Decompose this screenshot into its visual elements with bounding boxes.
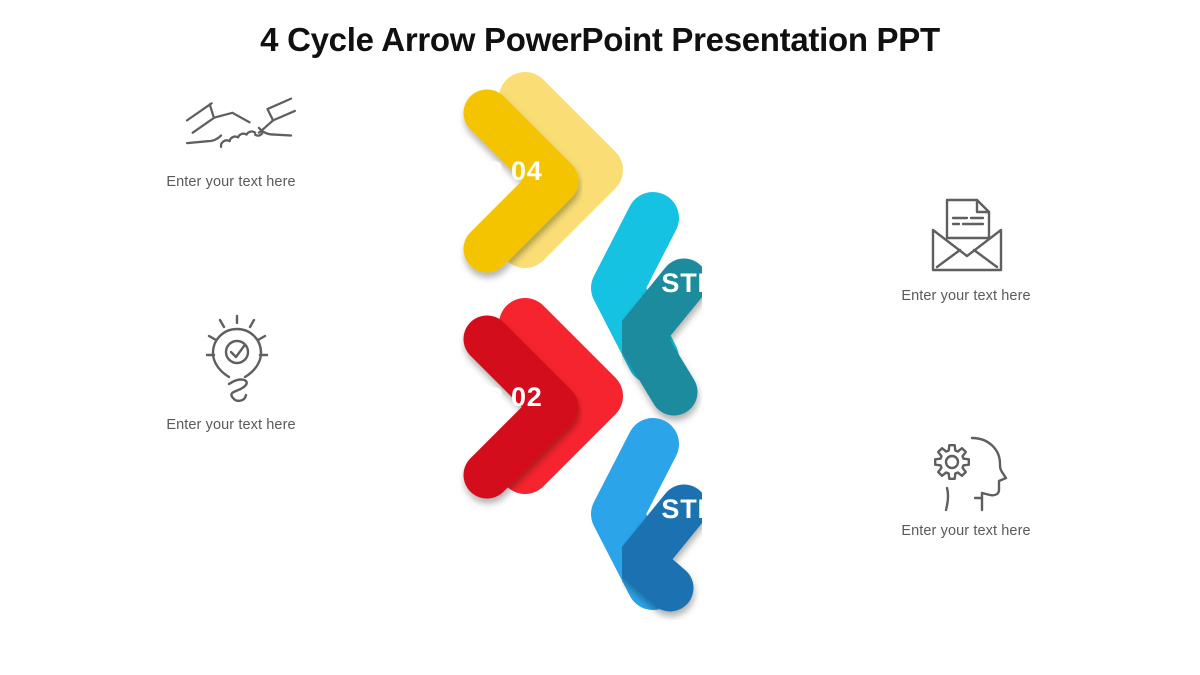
handshake-left-arm — [185, 134, 223, 145]
gear-outline — [934, 444, 970, 480]
step-arrow-04[interactable]: STEP 04 — [404, 72, 623, 273]
bulb-outline — [211, 327, 263, 379]
slide-title[interactable]: 4 Cycle Arrow PowerPoint Presentation PP… — [260, 21, 940, 58]
handshake-left-sleeve — [185, 102, 216, 134]
bulb-check-circle — [224, 339, 250, 365]
placeholder-caption-1[interactable]: Enter your text here — [166, 174, 296, 190]
handshake-right-hand — [254, 119, 293, 137]
letter-fold — [975, 198, 991, 214]
step-02-label: STEP 02 — [429, 382, 542, 412]
head-neck — [944, 486, 984, 512]
handshake-icon[interactable] — [183, 92, 297, 162]
bulb-check-mark — [229, 344, 246, 359]
placeholder-caption-3[interactable]: Enter your text here — [901, 288, 1031, 304]
step-01-label: STEP 01 — [661, 494, 774, 524]
head-gear-icon[interactable] — [916, 426, 1010, 512]
bulb-rays — [205, 314, 269, 357]
envelope-body — [931, 228, 1003, 272]
letter-lines — [951, 216, 985, 226]
handshake-grip — [213, 111, 257, 148]
step-arrow-03[interactable]: STEP 03 — [591, 192, 807, 416]
mail-letter-icon[interactable] — [929, 198, 1005, 274]
gear-hole — [944, 454, 960, 470]
step-03-label: STEP 03 — [661, 268, 774, 298]
head-profile — [970, 436, 1008, 512]
bulb-squiggle-base — [227, 378, 248, 403]
step-arrow-02[interactable]: STEP 02 — [404, 298, 623, 499]
placeholder-caption-2[interactable]: Enter your text here — [166, 417, 296, 433]
handshake-right-sleeve — [266, 97, 297, 122]
envelope-creases — [935, 248, 999, 269]
placeholder-caption-4[interactable]: Enter your text here — [901, 523, 1031, 539]
letter-sheet — [945, 198, 991, 240]
step-arrow-01[interactable]: STEP 01 — [591, 418, 807, 612]
step-04-label: STEP 04 — [429, 156, 542, 186]
lightbulb-check-icon[interactable] — [205, 314, 269, 408]
